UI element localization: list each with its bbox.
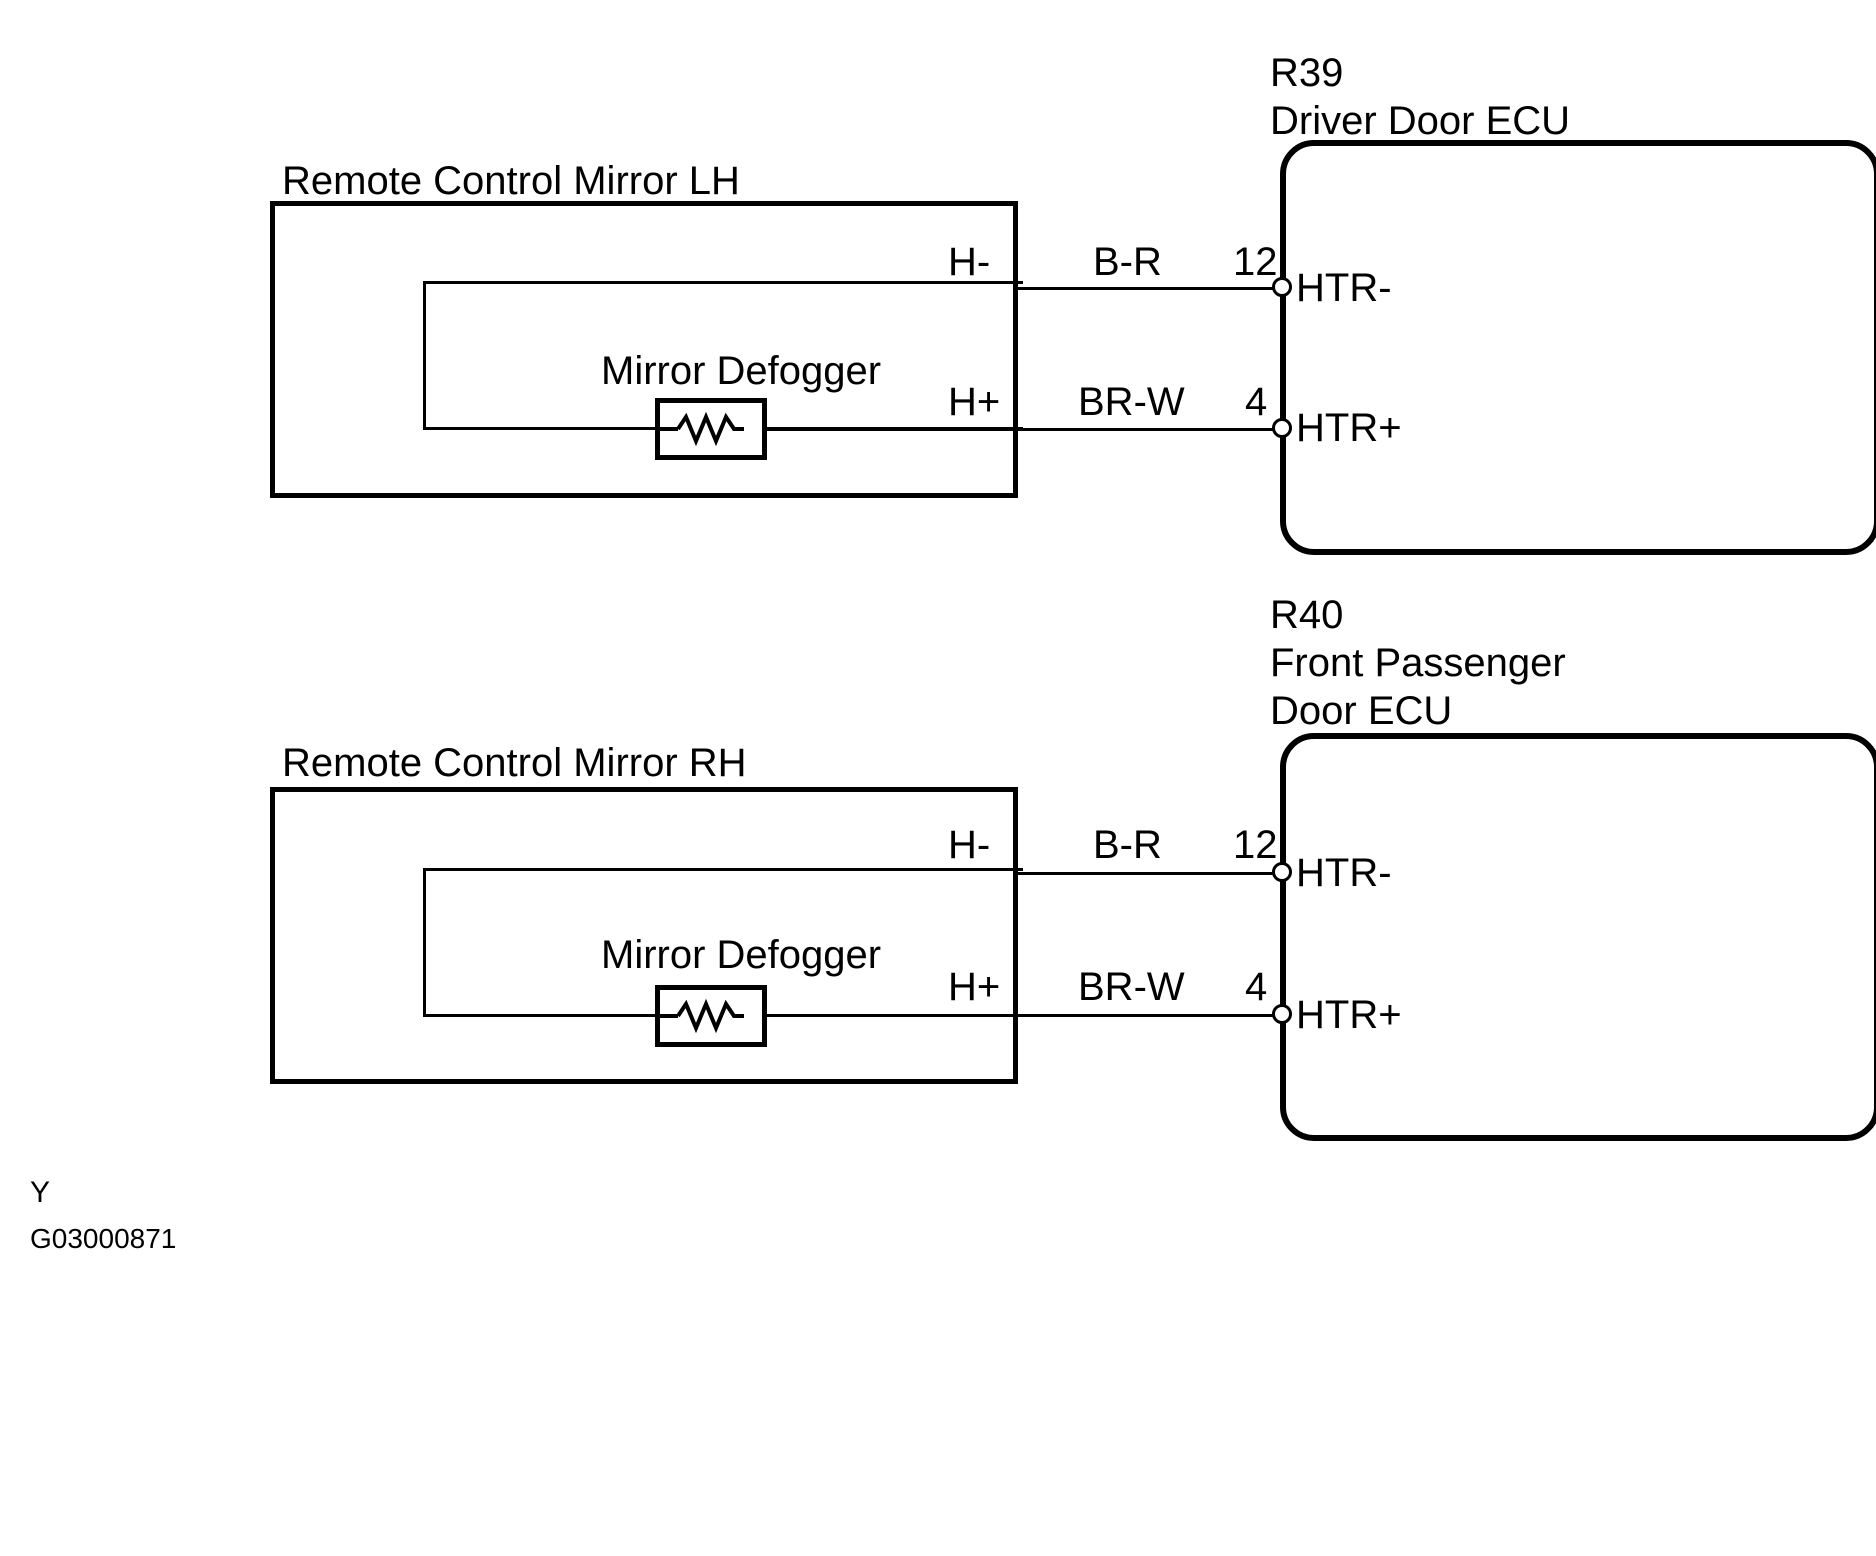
mirror-terminal-lh-htr-minus: H- [948, 240, 991, 284]
ecu-terminal-lh-htr-plus: HTR+ [1296, 406, 1402, 450]
ecu-box-front-passenger-door [1280, 733, 1876, 1141]
wire-color-lh-htr-plus: BR-W [1078, 380, 1185, 424]
ecu-terminal-lh-htr-minus: HTR- [1296, 266, 1392, 310]
pin-number-lh-htr-minus: 12 [1233, 240, 1278, 284]
wire-lh-htr-plus [767, 428, 1284, 431]
wire-rh-htr-minus [1018, 872, 1284, 875]
ecu-name-r39: Driver Door ECU [1270, 99, 1571, 143]
ecu-code-r39: R39 [1270, 51, 1344, 95]
orientation-mark: Y [30, 1176, 51, 1209]
wire-lh-htr-minus [1018, 287, 1284, 290]
defogger-label-rh: Mirror Defogger [601, 933, 882, 977]
wire-color-lh-htr-minus: B-R [1093, 240, 1162, 284]
ecu-code-r40: R40 [1270, 593, 1344, 637]
terminal-dot-lh-htr-plus [1272, 418, 1292, 438]
wire-color-rh-htr-minus: B-R [1093, 823, 1162, 867]
resistor-symbol-lh [655, 398, 767, 460]
wire-color-rh-htr-plus: BR-W [1078, 965, 1185, 1009]
mirror-terminal-lh-htr-plus: H+ [948, 380, 1001, 424]
terminal-dot-rh-htr-minus [1272, 862, 1292, 882]
mirror-title-rh: Remote Control Mirror RH [282, 741, 747, 785]
pin-number-rh-htr-minus: 12 [1233, 823, 1278, 867]
resistor-symbol-rh [655, 985, 767, 1047]
mirror-box-lh [270, 201, 1018, 498]
mirror-terminal-rh-htr-minus: H- [948, 823, 991, 867]
figure-code: G03000871 [30, 1223, 177, 1254]
wire-rh-htr-plus [767, 1014, 1284, 1017]
pin-number-rh-htr-plus: 4 [1245, 965, 1268, 1009]
ecu-terminal-rh-htr-plus: HTR+ [1296, 993, 1402, 1037]
mirror-terminal-rh-htr-plus: H+ [948, 965, 1001, 1009]
mirror-title-lh: Remote Control Mirror LH [282, 159, 740, 203]
ecu-box-driver-door [1280, 140, 1876, 555]
defogger-label-lh: Mirror Defogger [601, 349, 882, 393]
ecu-name-r40-line1: Front Passenger [1270, 641, 1566, 685]
mirror-box-rh [270, 787, 1018, 1084]
terminal-dot-lh-htr-minus [1272, 277, 1292, 297]
terminal-dot-rh-htr-plus [1272, 1004, 1292, 1024]
ecu-name-r40-line2: Door ECU [1270, 689, 1453, 733]
ecu-terminal-rh-htr-minus: HTR- [1296, 851, 1392, 895]
pin-number-lh-htr-plus: 4 [1245, 380, 1268, 424]
